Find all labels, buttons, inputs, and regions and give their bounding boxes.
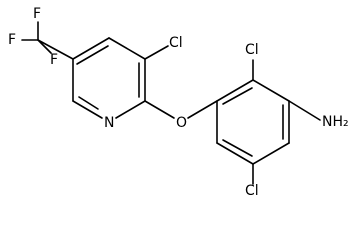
fluorine-top-label: F [33,6,41,22]
chemical-structure: F F F Cl N O Cl Cl NH₂ [8,6,349,199]
trifluoromethyl-bonds [21,21,74,60]
ether-bonds [144,100,218,119]
fluorine-left-label: F [8,32,16,48]
pyridine-chlorine-label: Cl [169,35,183,51]
chlorine-top-label: Cl [245,42,259,58]
ether-oxygen-label: O [176,115,187,131]
benzene-nh2-bond [288,100,321,121]
benzene-ring-bonds [216,79,290,165]
pyridine-ring-bonds [72,37,146,119]
amine-label: NH₂ [322,114,349,130]
fluorine-right-label: F [50,52,58,68]
chlorine-bottom-label: Cl [245,183,259,199]
pyridine-cl-bond [144,45,169,60]
pyridine-nitrogen-label: N [104,115,114,131]
